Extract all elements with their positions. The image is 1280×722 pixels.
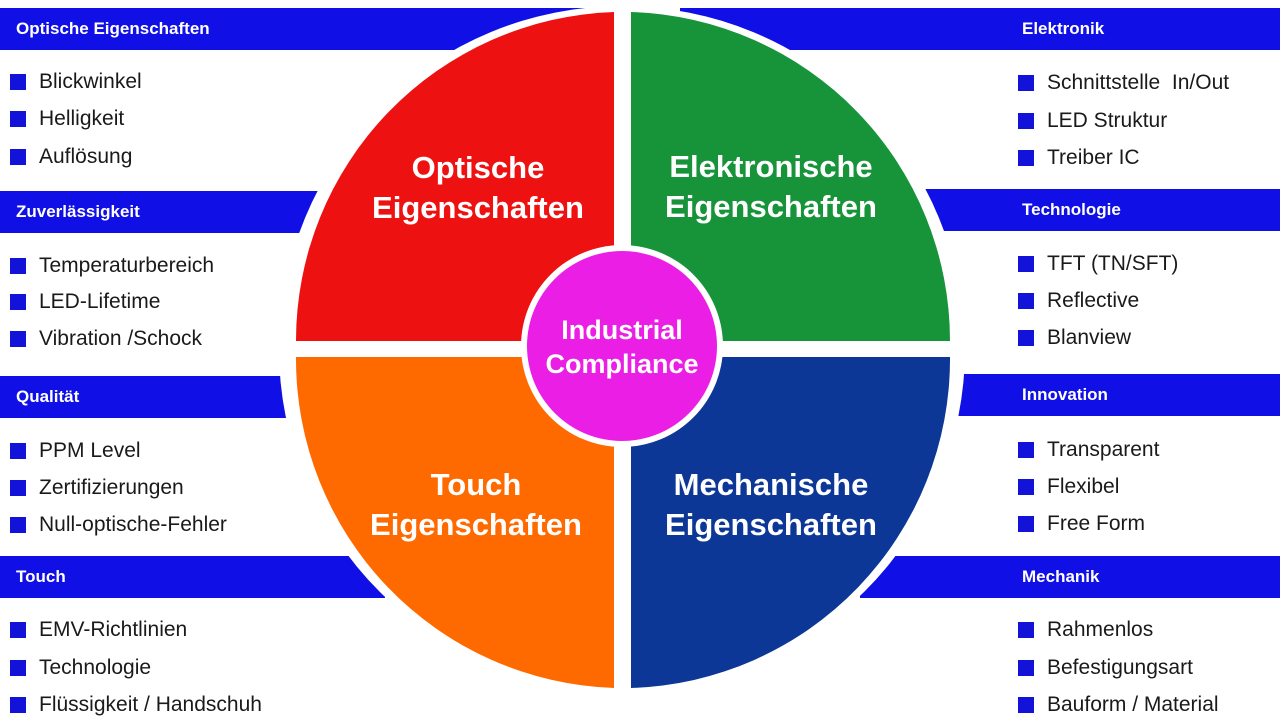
quadrant-mechanische bbox=[631, 357, 951, 688]
square-bullet-icon bbox=[10, 660, 26, 676]
square-bullet-icon bbox=[1018, 293, 1034, 309]
square-bullet-icon bbox=[10, 622, 26, 638]
quadrant-optische bbox=[295, 12, 614, 341]
quadrant-touch-label-1: Touch bbox=[431, 467, 522, 502]
center-circle-fill bbox=[527, 251, 717, 441]
square-bullet-icon bbox=[10, 258, 26, 274]
square-bullet-icon bbox=[10, 331, 26, 347]
header-label: Innovation bbox=[1022, 385, 1108, 404]
square-bullet-icon bbox=[1018, 113, 1034, 129]
header-label: Elektronik bbox=[1022, 19, 1105, 38]
quadrant-elektronische bbox=[631, 12, 951, 341]
square-bullet-icon bbox=[10, 74, 26, 90]
square-bullet-icon bbox=[10, 149, 26, 165]
square-bullet-icon bbox=[10, 480, 26, 496]
square-bullet-icon bbox=[10, 697, 26, 713]
square-bullet-icon bbox=[1018, 479, 1034, 495]
header-bar-elektronik: Elektronik bbox=[680, 8, 1280, 50]
center-label-1: Industrial bbox=[561, 315, 683, 345]
square-bullet-icon bbox=[10, 111, 26, 127]
square-bullet-icon bbox=[1018, 660, 1034, 676]
quadrant-optische-label-1: Optische bbox=[412, 150, 545, 185]
quadrant-mechanische-label-1: Mechanische bbox=[674, 467, 869, 502]
header-label: Mechanik bbox=[1022, 567, 1100, 586]
header-label: Touch bbox=[16, 567, 66, 586]
quadrant-touch bbox=[295, 357, 614, 688]
header-label: Optische Eigenschaften bbox=[16, 19, 210, 38]
square-bullet-icon bbox=[10, 517, 26, 533]
square-bullet-icon bbox=[1018, 697, 1034, 713]
quadrant-optische-label-2: Eigenschaften bbox=[372, 190, 584, 225]
square-bullet-icon bbox=[1018, 75, 1034, 91]
square-bullet-icon bbox=[10, 443, 26, 459]
header-bar-technologie: Technologie bbox=[920, 189, 1280, 231]
quadrant-elektronische-label-1: Elektronische bbox=[669, 149, 872, 184]
square-bullet-icon bbox=[1018, 516, 1034, 532]
square-bullet-icon bbox=[1018, 150, 1034, 166]
header-bar-innovation: Innovation bbox=[950, 374, 1280, 416]
square-bullet-icon bbox=[1018, 330, 1034, 346]
quadrant-mechanische-label-2: Eigenschaften bbox=[665, 507, 877, 542]
quadrant-touch-label-2: Eigenschaften bbox=[370, 507, 582, 542]
header-bar-qualitaet: Qualität bbox=[0, 376, 295, 418]
header-label: Zuverlässigkeit bbox=[16, 202, 140, 221]
square-bullet-icon bbox=[1018, 622, 1034, 638]
header-label: Qualität bbox=[16, 387, 80, 406]
center-label-2: Compliance bbox=[545, 349, 698, 379]
quadrant-elektronische-label-2: Eigenschaften bbox=[665, 189, 877, 224]
square-bullet-icon bbox=[10, 294, 26, 310]
header-bar-mechanik: Mechanik bbox=[860, 556, 1280, 598]
square-bullet-icon bbox=[1018, 256, 1034, 272]
header-label: Technologie bbox=[1022, 200, 1121, 219]
square-bullet-icon bbox=[1018, 442, 1034, 458]
header-bar-zuverlaessigkeit: Zuverlässigkeit bbox=[0, 191, 325, 233]
header-bar-touch: Touch bbox=[0, 556, 385, 598]
